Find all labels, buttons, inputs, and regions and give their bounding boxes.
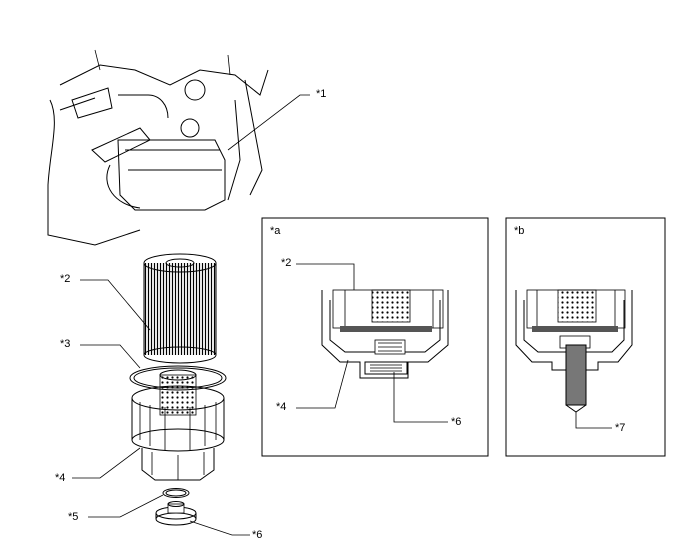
callout-5: *5	[68, 511, 78, 523]
callout-1: *1	[316, 88, 326, 100]
drain-plug	[155, 501, 197, 526]
inset-a-title: *a	[270, 225, 281, 237]
callout-6: *6	[252, 529, 262, 541]
inset-a-callout-6: *6	[451, 416, 461, 428]
leader-lines-main	[72, 94, 310, 536]
drain-o-ring	[162, 488, 190, 498]
inset-b	[505, 217, 666, 457]
inset-b-title: *b	[514, 225, 524, 237]
inset-a-callout-4: *4	[276, 401, 286, 413]
filter-element	[143, 253, 217, 364]
engine-block-illustration	[47, 49, 269, 246]
inset-b-callout-7: *7	[615, 422, 625, 434]
inset-a-callout-2: *2	[281, 257, 291, 269]
callout-2: *2	[60, 273, 70, 285]
filter-cap-housing	[131, 369, 225, 481]
inset-a	[261, 217, 489, 457]
callout-4: *4	[55, 472, 65, 484]
callout-3: *3	[60, 338, 70, 350]
